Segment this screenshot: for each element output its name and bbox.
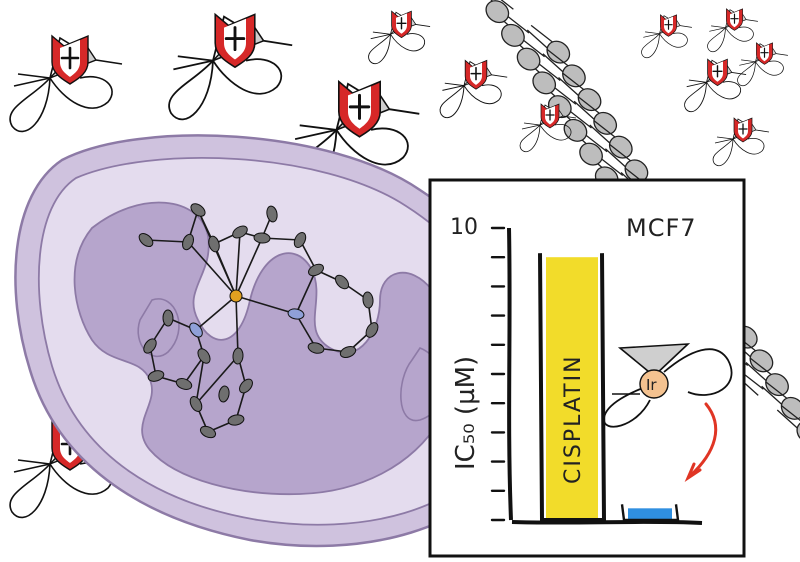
crystal-bond bbox=[195, 355, 205, 405]
iridium-complex-drawing: Ir bbox=[603, 343, 733, 428]
crystal-atom bbox=[232, 347, 244, 365]
crystal-bond bbox=[295, 269, 317, 315]
crystal-atom bbox=[182, 233, 194, 251]
iridium-cation-complex-icon bbox=[167, 12, 294, 121]
iridium-cation-complex-icon bbox=[736, 42, 789, 87]
crystal-bond bbox=[195, 355, 239, 405]
crystal-atom bbox=[334, 274, 350, 290]
crystal-atom bbox=[197, 348, 211, 364]
iridium-symbol: Ir bbox=[646, 376, 657, 394]
crystal-atom bbox=[253, 232, 271, 244]
iridium-cation-complex-icon bbox=[439, 59, 508, 119]
crystal-atom bbox=[227, 414, 245, 426]
crystal-atom bbox=[339, 345, 357, 359]
crystal-atom bbox=[218, 385, 230, 403]
crystal-bond bbox=[145, 239, 189, 243]
crystal-bond bbox=[295, 313, 317, 349]
crystal-bond bbox=[195, 295, 237, 331]
y-axis-label: IC₅₀ (µM) bbox=[451, 356, 481, 470]
iridium-cation-complex-icon bbox=[712, 117, 770, 167]
iridium-cation-complex-icon bbox=[683, 58, 747, 113]
crystal-atom bbox=[199, 425, 217, 439]
y-axis-line bbox=[507, 227, 513, 521]
crystal-atom bbox=[239, 378, 253, 394]
crystal-atom bbox=[266, 205, 278, 223]
mitochondrion-matrix-cristae bbox=[73, 201, 459, 496]
crystal-bond bbox=[187, 241, 237, 297]
bar-outline bbox=[620, 504, 680, 522]
crystal-atom bbox=[175, 378, 193, 390]
y-axis-ticks bbox=[490, 226, 506, 522]
crystal-atom bbox=[162, 309, 174, 327]
crystal-bond bbox=[213, 243, 237, 297]
bar-outline bbox=[538, 253, 607, 522]
lipid-pair bbox=[516, 47, 618, 135]
cell-line-label: MCF7 bbox=[626, 214, 697, 242]
bar-label-cisplatin: CISPLATIN bbox=[561, 354, 586, 484]
iridium-cation-complex-icon bbox=[367, 10, 431, 65]
crystal-atom bbox=[189, 396, 203, 412]
iridium-cation-complex-icon bbox=[640, 14, 693, 59]
crystal-atom bbox=[138, 232, 154, 248]
crystal-structure-ellipsoid-model bbox=[138, 203, 379, 439]
crystal-atom bbox=[208, 235, 220, 253]
crystal-bond bbox=[235, 295, 239, 357]
crystal-atom bbox=[365, 322, 379, 338]
curved-arrow-head bbox=[684, 462, 702, 483]
curved-arrow-icon bbox=[688, 402, 718, 478]
iridium-atom-icon bbox=[639, 369, 669, 399]
x-axis-line bbox=[511, 519, 703, 525]
crystal-atom bbox=[232, 225, 248, 239]
crystal-atom bbox=[147, 370, 165, 382]
crystal-atom bbox=[362, 291, 374, 309]
crystal-atom bbox=[143, 338, 157, 354]
crystal-bond bbox=[235, 231, 241, 297]
bar-ir bbox=[628, 508, 672, 520]
crystal-atom bbox=[229, 289, 243, 303]
bar-series bbox=[538, 253, 680, 522]
crystal-atom bbox=[287, 308, 305, 320]
mitochondrion-crista-fold bbox=[137, 298, 180, 358]
crystal-atom bbox=[190, 203, 206, 217]
iridium-cation-complex-icon bbox=[706, 8, 759, 53]
crystal-atom bbox=[307, 342, 325, 354]
crystal-bond bbox=[235, 295, 297, 315]
iridium-cation-complex-icon bbox=[8, 34, 124, 133]
crystal-atom bbox=[308, 263, 324, 277]
crystal-bond bbox=[235, 237, 263, 297]
y-axis-top-tick-label: 10 bbox=[450, 215, 478, 240]
bar-cisplatin bbox=[546, 257, 598, 520]
crystal-atom bbox=[189, 322, 203, 338]
crystal-atom bbox=[293, 231, 307, 249]
ic50-inset-chart: MCF7 10 IC₅₀ (µM) CISPLATIN Ir bbox=[428, 178, 746, 558]
